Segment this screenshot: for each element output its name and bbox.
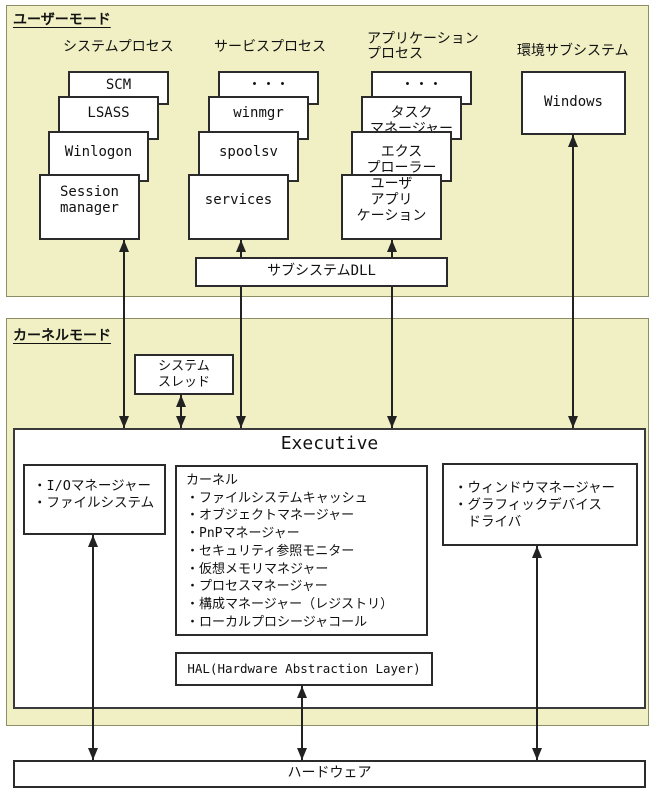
service-processes-header: サービスプロセス <box>214 39 326 55</box>
environment-subsystem-box-windows: Windows <box>521 71 626 135</box>
arrow-windows-executive <box>567 135 578 428</box>
kernel-box-title: カーネル <box>186 473 239 488</box>
arrow-subsystem-dll-executive-right <box>386 287 397 428</box>
user-mode-title: ユーザーモード <box>13 12 111 28</box>
graphics-device-line: ・グラフィックデバイス <box>454 497 602 513</box>
file-system-line: ・ファイルシステム <box>33 495 155 511</box>
kernel-box-item: ・セキュリティ参照モニター <box>186 543 355 559</box>
kernel-box-item: ・構成マネージャー（レジストリ） <box>186 596 394 612</box>
hal-box: HAL(Hardware Abstraction Layer) <box>175 652 433 686</box>
application-process-box-explorer: エクス プローラー <box>351 131 452 182</box>
kernel-box-item: ・仮想メモリマネジャー <box>186 561 329 577</box>
hardware-box: ハードウェア <box>13 760 646 788</box>
arrow-system-thread-executive <box>175 395 186 428</box>
io-manager-box: ・I/Oマネージャー ・ファイルシステム <box>23 464 166 535</box>
service-process-box-services: services <box>188 174 289 240</box>
driver-line: ドライバ <box>454 514 522 530</box>
arrow-io-manager-hardware <box>87 535 98 760</box>
system-process-box-session-manager: Session manager <box>39 174 140 240</box>
arrow-session-manager-executive <box>118 240 129 428</box>
kernel-box-item: ・ファイルシステムキャッシュ <box>186 490 368 506</box>
kernel-mode-title: カーネルモード <box>13 328 111 344</box>
application-processes-header: アプリケーション プロセス <box>367 31 479 62</box>
window-manager-box: ・ウィンドウマネージャー ・グラフィックデバイス ドライバ <box>442 463 638 546</box>
arrow-window-manager-hardware <box>531 546 542 760</box>
subsystem-dll-box: サブシステムDLL <box>195 257 448 287</box>
application-process-box-user-application: ユーザ アプリ ケーション <box>341 174 442 240</box>
service-process-box-spoolsv: spoolsv <box>198 131 299 182</box>
io-manager-line: ・I/Oマネージャー <box>33 478 151 494</box>
kernel-box-item: ・オブジェクトマネージャー <box>186 508 355 524</box>
arrow-subsystem-dll-executive-left <box>235 287 246 428</box>
kernel-box-item: ・プロセスマネージャー <box>186 579 328 595</box>
kernel-box-item: ・PnPマネージャー <box>186 526 300 542</box>
arrow-user-application-subsystem-dll <box>386 240 397 257</box>
kernel-box-item: ・ローカルプロシージャコール <box>186 614 368 630</box>
window-manager-line: ・ウィンドウマネージャー <box>454 480 616 496</box>
arrow-hal-hardware <box>296 686 307 760</box>
arrow-services-subsystem-dll <box>235 240 246 257</box>
system-processes-header: システムプロセス <box>63 39 174 55</box>
system-thread-box: システム スレッド <box>134 354 234 395</box>
environment-subsystem-header: 環境サブシステム <box>517 43 629 59</box>
executive-title: Executive <box>280 433 379 454</box>
kernel-box: カーネル ・ファイルシステムキャッシュ ・オブジェクトマネージャー ・PnPマネ… <box>175 465 428 636</box>
